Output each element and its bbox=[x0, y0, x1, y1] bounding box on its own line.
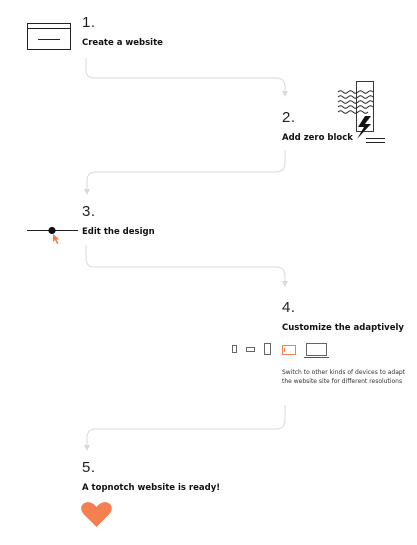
phone-small-icon[interactable] bbox=[232, 345, 237, 353]
arrowhead-4 bbox=[282, 281, 288, 287]
step-4-title: Customize the adaptively bbox=[282, 323, 404, 333]
step-1-title: Create a website bbox=[82, 38, 163, 48]
step-3-title: Edit the design bbox=[82, 227, 155, 237]
connector-1-2 bbox=[85, 58, 286, 93]
cursor-arrow-icon bbox=[53, 234, 60, 244]
arrowhead-2 bbox=[282, 91, 288, 97]
step-5-title: A topnotch website is ready! bbox=[82, 483, 221, 493]
step-2-number: 2. bbox=[282, 109, 296, 126]
step-1-number: 1. bbox=[82, 14, 96, 31]
arrowhead-5 bbox=[84, 445, 90, 451]
phone-landscape-icon[interactable] bbox=[246, 347, 255, 352]
connector-4-5 bbox=[86, 405, 286, 447]
step-4-number: 4. bbox=[282, 299, 296, 316]
laptop-icon[interactable] bbox=[306, 343, 327, 356]
arrowhead-3 bbox=[84, 189, 90, 195]
tablet-landscape-icon[interactable] bbox=[282, 345, 296, 355]
lightning-icon bbox=[357, 116, 371, 139]
step-3-number: 3. bbox=[82, 203, 96, 220]
step-5-number: 5. bbox=[82, 459, 96, 476]
phone-icon[interactable] bbox=[264, 343, 271, 355]
step-4-description: Switch to other kinds of devices to adap… bbox=[282, 369, 406, 385]
step-2-title: Add zero block bbox=[282, 133, 353, 143]
connector-2-3 bbox=[86, 150, 286, 191]
slider-handle-icon bbox=[48, 226, 56, 235]
connector-3-4 bbox=[85, 245, 286, 283]
